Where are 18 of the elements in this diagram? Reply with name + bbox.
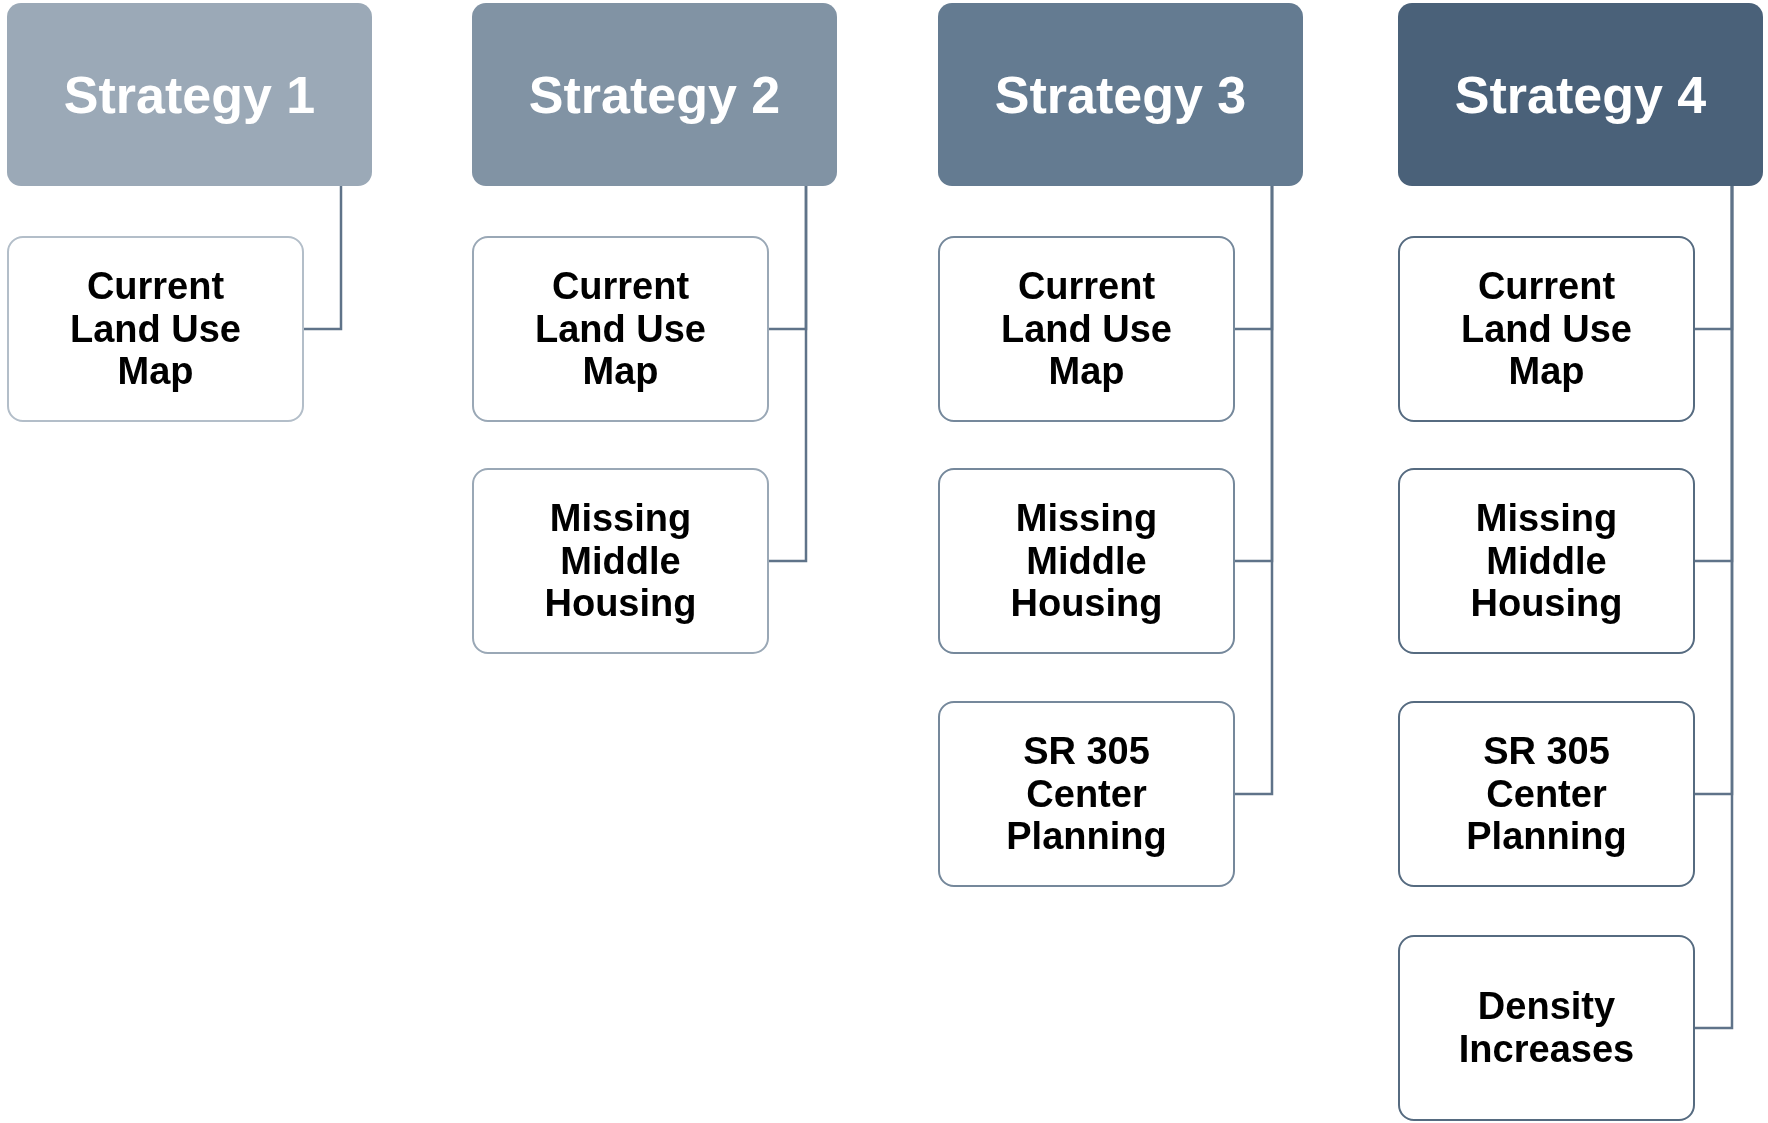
topic-box: Current Land Use Map	[938, 236, 1235, 422]
topic-box: SR 305 Center Planning	[1398, 701, 1695, 887]
topic-box: Missing Middle Housing	[1398, 468, 1695, 654]
connector-line	[1695, 186, 1734, 1030]
strategy-header: Strategy 3	[938, 3, 1303, 186]
strategy-header: Strategy 2	[472, 3, 837, 186]
topic-box: Density Increases	[1398, 935, 1695, 1121]
topic-box: SR 305 Center Planning	[938, 701, 1235, 887]
connector-line	[1235, 186, 1274, 796]
connector-line	[304, 186, 343, 331]
connector-line	[769, 186, 808, 563]
strategy-header: Strategy 1	[7, 3, 372, 186]
topic-box: Current Land Use Map	[1398, 236, 1695, 422]
topic-box: Missing Middle Housing	[472, 468, 769, 654]
strategy-header: Strategy 4	[1398, 3, 1763, 186]
topic-box: Missing Middle Housing	[938, 468, 1235, 654]
topic-box: Current Land Use Map	[7, 236, 304, 422]
topic-box: Current Land Use Map	[472, 236, 769, 422]
